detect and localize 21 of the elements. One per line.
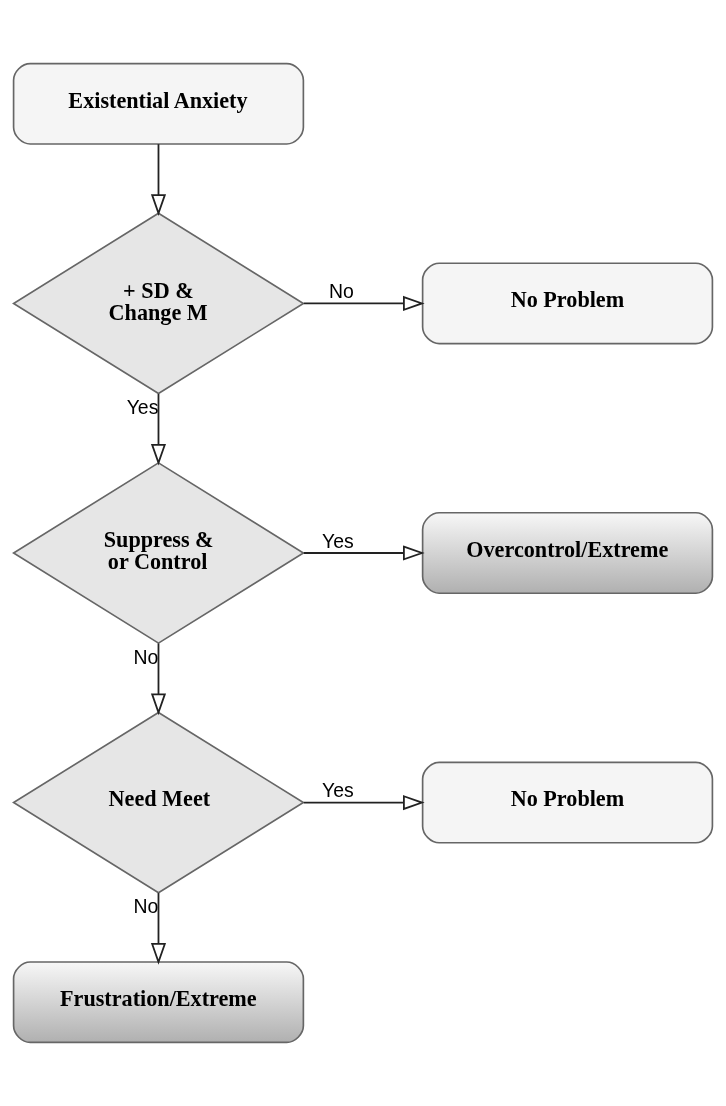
node-box: Existential Anxiety: [12, 62, 305, 145]
edge-label: No: [133, 895, 159, 918]
node-diamond: Suppress & or Control: [12, 461, 305, 645]
edge-label: No: [133, 645, 159, 668]
arrow: [150, 892, 167, 965]
edge-label: Yes: [322, 779, 354, 802]
arrow: [150, 393, 167, 466]
arrow: [150, 642, 167, 716]
edge-label: Yes: [322, 529, 354, 552]
node-box: No Problem: [421, 761, 714, 844]
arrow: [302, 545, 425, 561]
node-box: Frustration/Extreme: [12, 961, 305, 1044]
arrow: [302, 795, 425, 811]
edge-label: Yes: [126, 396, 159, 419]
edge-label: No: [328, 280, 354, 303]
node-diamond: + SD & Change M: [12, 212, 305, 395]
arrow: [302, 295, 425, 311]
node-box: No Problem: [421, 262, 714, 345]
node-box: Overcontrol/Extreme: [421, 511, 714, 595]
arrow: [150, 143, 167, 216]
node-diamond: Need Meet: [12, 711, 305, 894]
